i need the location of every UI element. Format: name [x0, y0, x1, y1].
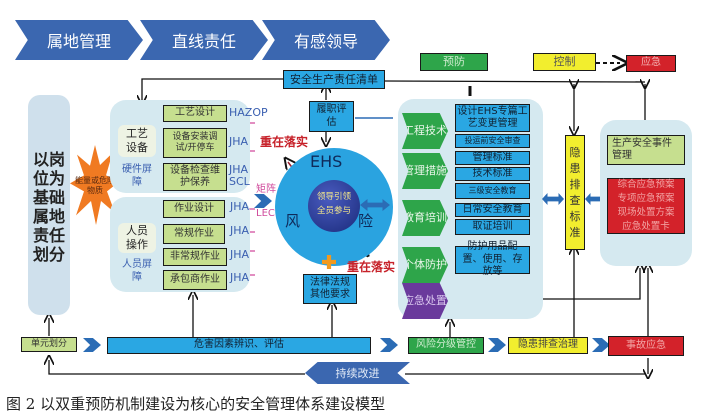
category-management: 管理措施 — [402, 153, 448, 189]
method-jha-scl: JHA SCL — [229, 163, 250, 188]
hidden-danger-standard: 隐患排查标准 — [565, 135, 585, 250]
figure-caption: 图 2 以双重预防机制建设为核心的安全管理体系建设模型 — [6, 395, 386, 413]
personnel-operation-label: 人员操作 — [118, 223, 156, 253]
line-list-to-left — [142, 78, 283, 100]
category-training: 教育培训 — [402, 200, 448, 236]
continuous-improvement: 持续改进 — [305, 362, 410, 384]
legend-emergency: 应急 — [626, 55, 676, 72]
measure-daily-edu: 日常安全教育 — [455, 203, 530, 217]
duty-evaluation: 履职评估 — [309, 101, 354, 132]
arrow-right-icon — [380, 338, 398, 352]
line-list-to-right — [384, 80, 646, 83]
arrow-right-icon — [488, 338, 506, 352]
step-label: 直线责任 — [171, 32, 236, 51]
method-jha: JHA — [230, 200, 250, 213]
measure-mgmt-standard: 管理标准 — [455, 151, 530, 165]
step-label: 属地管理 — [46, 32, 111, 51]
event-management: 生产安全事件管理 — [607, 135, 685, 165]
ehs-title: EHS — [310, 152, 343, 171]
process-equipment-label: 工艺设备 — [118, 125, 156, 157]
arrow-right-icon — [254, 194, 272, 208]
hazard-identification: 危害因素辨识、评估 — [107, 337, 371, 354]
item-equipment-install: 设备安装调试/开停车 — [163, 128, 227, 158]
item-equipment-maintenance: 设备检查维护保养 — [163, 163, 227, 191]
left-column — [28, 95, 70, 315]
legend-control: 控制 — [533, 53, 596, 71]
unit-division: 单元划分 — [21, 337, 77, 352]
method-jha: JHA — [230, 248, 250, 261]
matrix-label: 矩阵 — [256, 184, 276, 195]
risk-char-left: 风 — [285, 212, 301, 230]
item-routine-work: 常规作业 — [163, 224, 225, 244]
step-line-responsibility: 直线责任 — [140, 20, 268, 60]
measure-ehs-design: 设计EHS专篇工艺变更管理 — [455, 104, 530, 132]
method-jha: JHA — [230, 271, 250, 284]
step-label: 有感领导 — [293, 32, 358, 51]
focus-label-bottom: 重在落实 — [347, 260, 396, 274]
double-arrow-icon — [360, 199, 390, 211]
method-jha: JHA — [230, 224, 250, 237]
burst-label: 能量或危险物质 — [75, 176, 115, 195]
accident-emergency: 事故应急 — [608, 336, 684, 356]
line-improve-left — [49, 360, 305, 375]
risk-graded-control: 风险分级管控 — [408, 337, 484, 354]
laws-regulations: 法律法规其他要求 — [303, 274, 357, 304]
measure-cert-training: 取证培训 — [455, 219, 530, 235]
item-contractor-work: 承包商作业 — [163, 270, 227, 290]
hidden-danger-treatment: 隐患排查治理 — [508, 337, 588, 354]
item-nonroutine-work: 非常规作业 — [163, 248, 227, 266]
arrow-right-icon — [592, 338, 610, 352]
step-territorial-mgmt: 属地管理 — [15, 20, 143, 60]
measure-pre-startup-review: 投运前安全审查 — [455, 134, 530, 148]
legend-prevent: 预防 — [420, 53, 488, 71]
method-jha: JHA — [229, 135, 249, 148]
responsibility-list: 安全生产责任清单 — [283, 70, 385, 89]
arrow-right-icon — [83, 338, 101, 352]
risk-char-right: 险 — [358, 212, 374, 230]
measure-three-level-edu: 三级安全教育 — [455, 183, 530, 199]
category-emergency-handling: 应急处置 — [402, 283, 448, 319]
focus-label-top: 重在落实 — [260, 135, 309, 149]
emergency-plans: 综合应急预案专项应急预案现场处置方案应急处置卡 — [607, 178, 685, 234]
measure-ppe: 防护用品配置、使用、存放等 — [455, 241, 530, 277]
item-process-design: 工艺设计 — [163, 105, 227, 122]
double-arrow-icon — [542, 193, 564, 205]
core-line2: 全员参与 — [316, 206, 351, 216]
left-column-title: 以岗位为基础属地责任划分 — [32, 150, 65, 264]
category-engineering: 工程技术 — [402, 113, 448, 149]
hardware-barrier-label: 硬件屏障 — [122, 164, 152, 188]
personnel-barrier-label: 人员屏障 — [122, 259, 152, 283]
method-hazop: HAZOP — [229, 106, 268, 119]
measure-tech-standard: 技术标准 — [455, 167, 530, 181]
core-line1: 领导引领 — [316, 192, 351, 202]
lec-label: LEC — [256, 208, 275, 219]
leadership-core — [308, 180, 360, 232]
step-felt-leadership: 有感领导 — [262, 20, 390, 60]
item-work-design: 作业设计 — [163, 200, 225, 218]
category-ppe: 个体防护 — [402, 247, 448, 283]
